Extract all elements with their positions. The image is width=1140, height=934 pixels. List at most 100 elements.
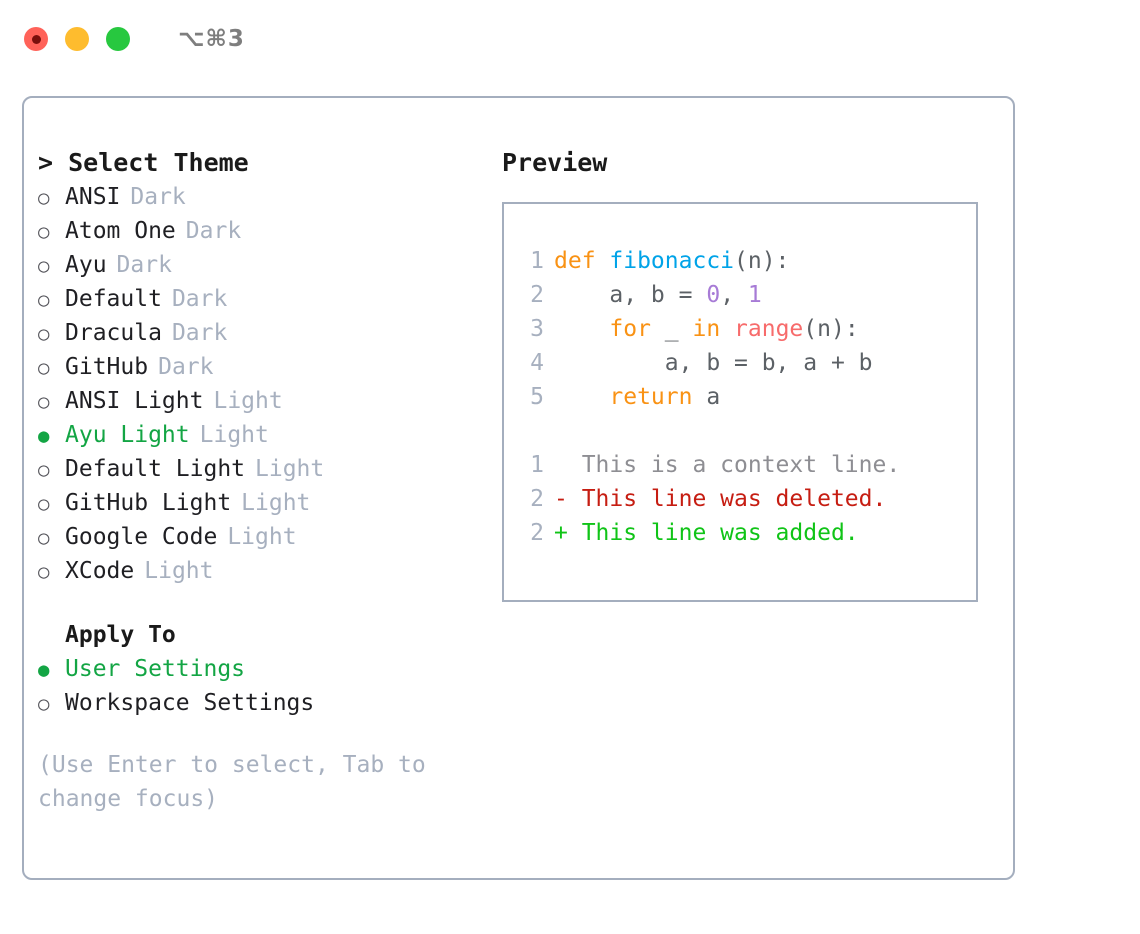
- code-line: 5 return a: [504, 380, 976, 414]
- theme-list-item[interactable]: ○ Default Dark: [38, 282, 498, 316]
- code-token: [720, 316, 734, 342]
- diff-text: This is a context line.: [554, 452, 901, 478]
- radio-unselected-icon: ○: [38, 357, 50, 379]
- window-controls: [24, 27, 130, 51]
- code-token: (n):: [734, 248, 790, 274]
- line-number: 2: [530, 486, 544, 512]
- preview-heading: Preview: [502, 148, 608, 177]
- maximize-button[interactable]: [106, 27, 130, 51]
- theme-list-item[interactable]: ○ ANSI Dark: [38, 180, 498, 214]
- code-token: range: [734, 316, 804, 342]
- line-number: 4: [530, 350, 544, 376]
- radio-unselected-icon: ○: [38, 255, 50, 277]
- diff-text: - This line was deleted.: [554, 486, 887, 512]
- apply-to-heading: Apply To: [65, 622, 176, 648]
- code-token: return: [609, 384, 693, 410]
- minimize-button[interactable]: [65, 27, 89, 51]
- theme-name: Ayu Light: [65, 422, 190, 448]
- diff-line: 2 - This line was deleted.: [504, 482, 976, 516]
- radio-selected-icon: ●: [38, 425, 50, 447]
- radio-unselected-icon: ○: [38, 693, 50, 715]
- theme-variant-tag: Dark: [130, 184, 186, 210]
- select-theme-heading: > Select Theme: [38, 148, 249, 177]
- code-text: a, b = b, a + b: [554, 346, 873, 380]
- theme-list-item[interactable]: ● Ayu Light Light: [38, 418, 498, 452]
- theme-variant-tag: Dark: [158, 354, 214, 380]
- shortcut-label: ⌥⌘3: [178, 26, 245, 52]
- close-button[interactable]: [24, 27, 48, 51]
- radio-unselected-icon: ○: [38, 391, 50, 413]
- theme-variant-tag: Light: [241, 490, 311, 516]
- radio-selected-icon: ●: [38, 659, 50, 681]
- code-token: for: [609, 316, 651, 342]
- line-number: 2: [530, 520, 544, 546]
- theme-variant-tag: Light: [255, 456, 325, 482]
- radio-unselected-icon: ○: [38, 323, 50, 345]
- theme-name: Atom One: [65, 218, 176, 244]
- radio-unselected-icon: ○: [38, 493, 50, 515]
- theme-name: Ayu: [65, 252, 107, 278]
- theme-variant-tag: Dark: [185, 218, 242, 244]
- theme-name: GitHub Light: [65, 490, 232, 516]
- radio-unselected-icon: ○: [38, 561, 50, 583]
- theme-list-item[interactable]: ○ Default Light Light: [38, 452, 498, 486]
- theme-list-item[interactable]: ○ Dracula Dark: [38, 316, 498, 350]
- keyboard-hint: (Use Enter to select, Tab to change focu…: [38, 752, 440, 812]
- apply-to-item[interactable]: ○ Workspace Settings: [38, 686, 498, 720]
- radio-unselected-icon: ○: [38, 187, 50, 209]
- radio-unselected-icon: ○: [38, 459, 50, 481]
- theme-name: Default: [65, 286, 162, 312]
- theme-variant-tag: Dark: [171, 320, 228, 346]
- theme-variant-tag: Light: [213, 388, 283, 414]
- code-token: [554, 316, 609, 342]
- theme-list-item[interactable]: ○ XCode Light: [38, 554, 498, 588]
- code-token: a: [692, 384, 721, 410]
- apply-to-label: Workspace Settings: [65, 690, 315, 716]
- code-text: return a: [554, 380, 720, 414]
- theme-variant-tag: Light: [227, 524, 297, 550]
- code-token: 0: [706, 282, 721, 308]
- line-number: 1: [530, 452, 544, 478]
- theme-name: Default Light: [65, 456, 246, 482]
- radio-unselected-icon: ○: [38, 289, 50, 311]
- theme-name: ANSI: [65, 184, 121, 210]
- code-gap: [504, 414, 976, 448]
- apply-to-item[interactable]: ● User Settings: [38, 652, 498, 686]
- code-token: in: [692, 316, 721, 342]
- theme-name: XCode: [65, 558, 135, 584]
- theme-list-item[interactable]: ○ GitHub Light Light: [38, 486, 498, 520]
- radio-unselected-icon: ○: [38, 527, 50, 549]
- theme-list-item[interactable]: ○ ANSI Light Light: [38, 384, 498, 418]
- line-number: 2: [530, 282, 544, 308]
- code-token: fibonacci: [609, 248, 735, 274]
- line-number: 5: [530, 384, 544, 410]
- code-token: a, b = b, a + b: [554, 350, 873, 376]
- theme-variant-tag: Dark: [171, 286, 228, 312]
- theme-name: ANSI Light: [65, 388, 204, 414]
- line-number: 3: [530, 316, 544, 342]
- theme-variant-tag: Light: [144, 558, 214, 584]
- apply-to-list[interactable]: ● User Settings ○ Workspace Settings: [38, 652, 498, 720]
- code-token: [554, 384, 609, 410]
- theme-variant-tag: Light: [199, 422, 269, 448]
- code-line: 2 a, b = 0, 1: [504, 278, 976, 312]
- code-token: (n):: [803, 316, 859, 342]
- code-text: for _ in range(n):: [554, 312, 859, 346]
- recording-dot-icon: [31, 34, 41, 44]
- code-token: def: [554, 248, 610, 274]
- theme-name: Dracula: [65, 320, 162, 346]
- code-line: 4 a, b = b, a + b: [504, 346, 976, 380]
- apply-to-label: User Settings: [65, 656, 246, 682]
- code-token: ,: [720, 282, 748, 308]
- code-line: 3 for _ in range(n):: [504, 312, 976, 346]
- code-token: 1: [747, 282, 762, 308]
